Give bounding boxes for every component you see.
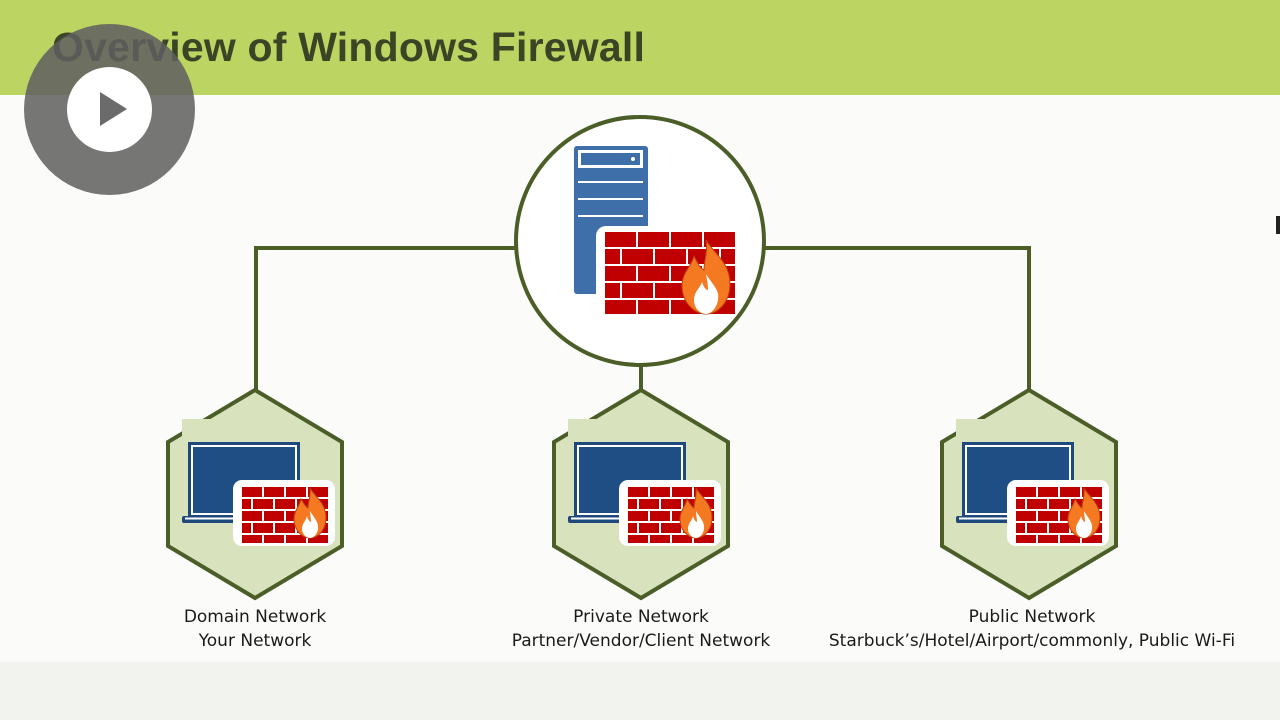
network-name: Private Network bbox=[573, 607, 709, 627]
title-bar: Overview of Windows Firewall bbox=[0, 0, 1280, 95]
play-icon[interactable] bbox=[100, 92, 127, 126]
network-description: Starbuck’s/Hotel/Airport/commonly, Publi… bbox=[828, 631, 1236, 651]
cursor-mark bbox=[1276, 216, 1280, 234]
network-label-private: Private Network Partner/Vendor/Client Ne… bbox=[431, 605, 851, 653]
network-diagram bbox=[166, 115, 1118, 601]
network-name: Domain Network bbox=[183, 607, 327, 627]
laptop-with-firewall-icon bbox=[567, 418, 721, 546]
network-description: Your Network bbox=[198, 631, 312, 651]
play-icon-circle[interactable] bbox=[67, 67, 152, 152]
network-description: Partner/Vendor/Client Network bbox=[511, 631, 771, 651]
connector-line-domain bbox=[254, 246, 516, 391]
network-node-private bbox=[552, 387, 730, 601]
network-node-public bbox=[940, 387, 1118, 601]
network-label-public: Public Network Starbuck’s/Hotel/Airport/… bbox=[822, 605, 1242, 653]
network-label-domain: Domain Network Your Network bbox=[45, 605, 465, 653]
connector-line-public bbox=[764, 246, 1031, 391]
laptop-with-firewall-icon bbox=[955, 418, 1109, 546]
server-with-firewall-icon bbox=[574, 146, 738, 320]
network-node-domain bbox=[166, 387, 344, 601]
laptop-with-firewall-icon bbox=[181, 418, 335, 546]
play-button[interactable] bbox=[24, 24, 195, 195]
server-firewall-node bbox=[514, 115, 766, 367]
network-name: Public Network bbox=[968, 607, 1096, 627]
slide: Overview of Windows Firewall bbox=[0, 0, 1280, 662]
